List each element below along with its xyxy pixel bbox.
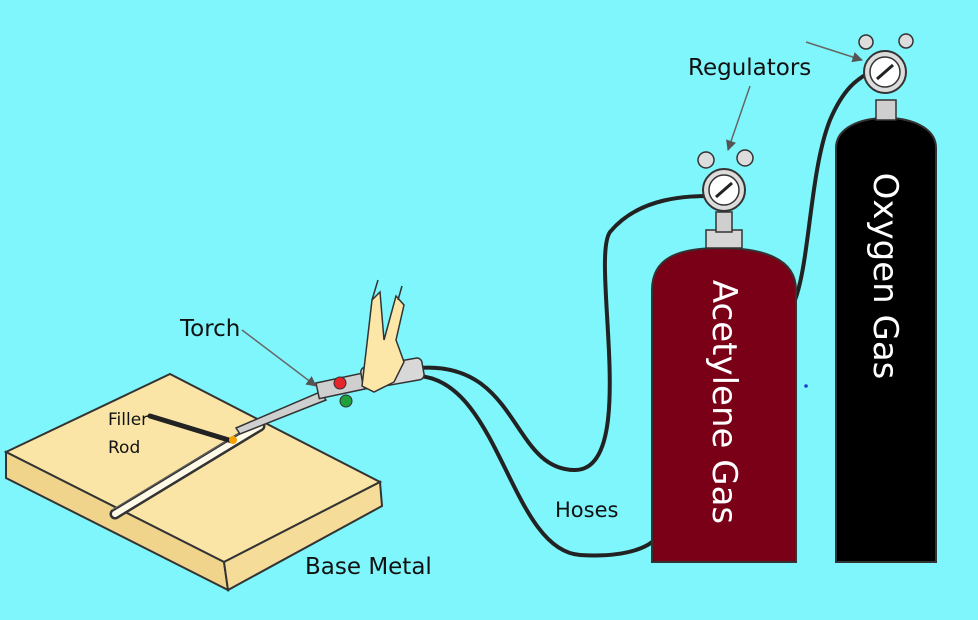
stray-dot: [804, 384, 808, 388]
filler-rod: [147, 413, 235, 444]
hoses: [417, 70, 872, 558]
torch-arrow: [241, 329, 317, 387]
regulators-label: Regulators: [688, 55, 812, 81]
acetylene-regulator-gauge-icon: [697, 149, 754, 212]
oxygen-regulator-gauge-icon: [858, 33, 914, 94]
acetylene-cylinder: [651, 211, 797, 563]
hand-icon: [361, 279, 405, 393]
regulators-arrow-2: [805, 41, 863, 63]
regulators-arrow: [726, 85, 751, 151]
flame-point: [229, 436, 237, 444]
hoses-label: Hoses: [555, 498, 619, 522]
red-valve-icon: [333, 376, 347, 390]
torch-label: Torch: [180, 316, 241, 342]
acetylene-gas-label: Acetylene Gas: [704, 279, 744, 525]
oxygen-gas-label: Oxygen Gas: [865, 172, 905, 380]
filler-rod-label: Filler Rod: [108, 406, 148, 462]
base-metal-label: Base Metal: [305, 554, 432, 580]
filler-rod-label-line1: Filler: [108, 410, 149, 430]
oxygen-cylinder: [835, 99, 937, 563]
green-valve-icon: [339, 394, 353, 408]
filler-rod-label-line2: Rod: [108, 438, 141, 458]
